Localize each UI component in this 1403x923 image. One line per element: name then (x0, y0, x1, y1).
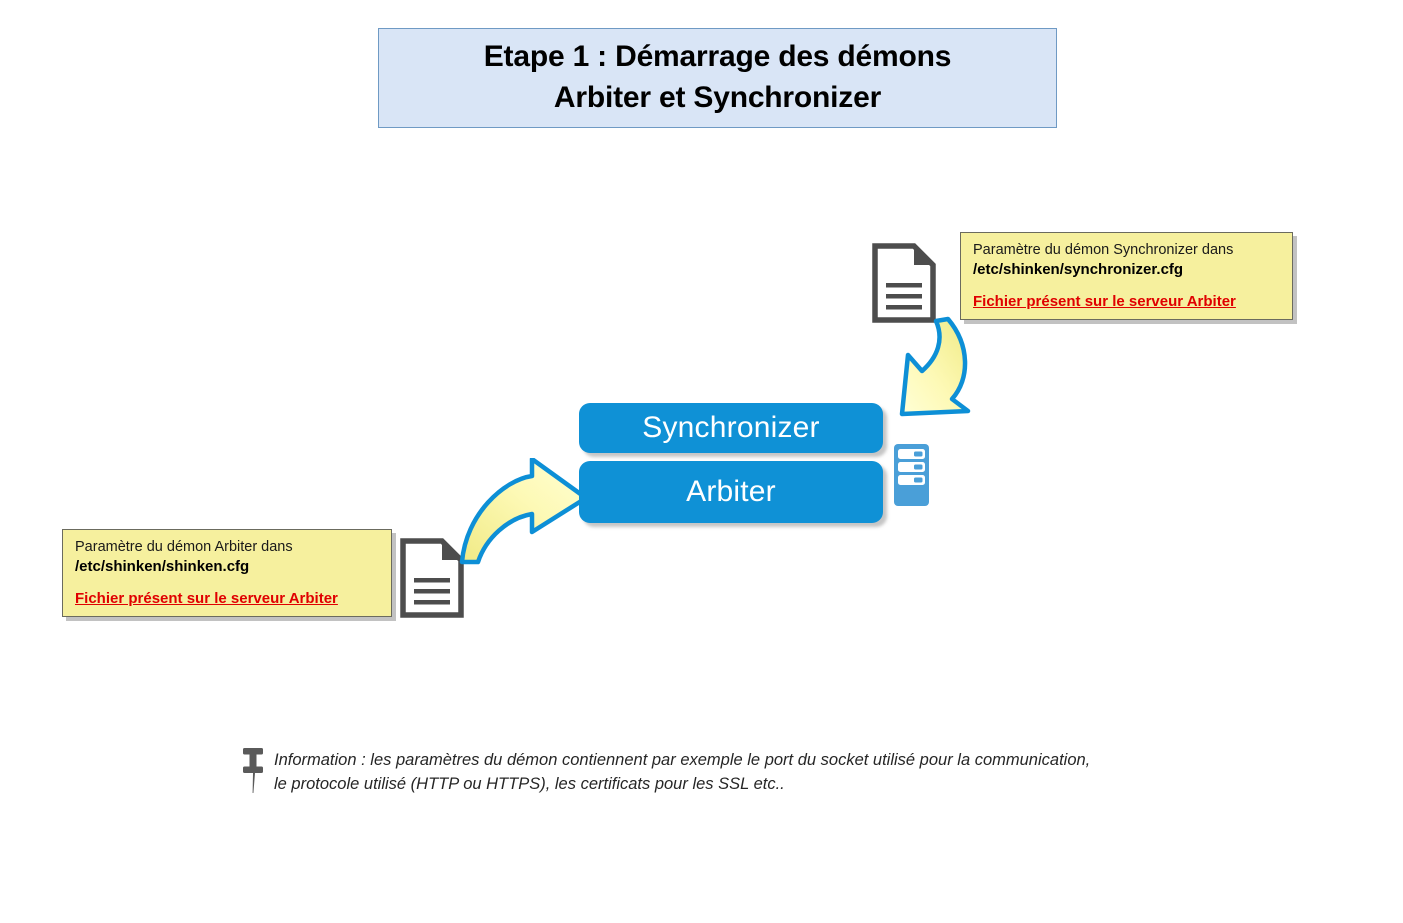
page-title: Etape 1 : Démarrage des démons Arbiter e… (483, 40, 952, 114)
document-icon (400, 538, 464, 618)
daemon-label-synchronizer: Synchronizer (642, 411, 820, 444)
note-synchronizer-line1: Paramètre du démon Synchronizer dans (973, 242, 1234, 258)
note-arbiter-line1: Paramètre du démon Arbiter dans (75, 539, 293, 555)
page-title-banner: Etape 1 : Démarrage des démons Arbiter e… (378, 28, 1057, 128)
note-synchronizer-config: Paramètre du démon Synchronizer dans /et… (960, 232, 1293, 320)
daemon-box-arbiter[interactable]: Arbiter (579, 461, 883, 523)
note-arbiter-config: Paramètre du démon Arbiter dans /etc/shi… (62, 529, 392, 617)
curved-arrow-down-left-icon (899, 316, 971, 417)
daemon-label-arbiter: Arbiter (686, 475, 776, 508)
note-arbiter-path: /etc/shinken/shinken.cfg (75, 557, 250, 575)
push-pin-icon (243, 748, 263, 793)
footer-information: Information : les paramètres du démon co… (240, 744, 1220, 797)
document-icon (872, 243, 936, 323)
server-rack-icon (894, 444, 929, 506)
curved-arrow-right-icon (459, 458, 589, 565)
note-synchronizer-warning: Fichier présent sur le serveur Arbiter (973, 292, 1236, 310)
note-arbiter-warning: Fichier présent sur le serveur Arbiter (75, 589, 338, 607)
daemon-box-synchronizer[interactable]: Synchronizer (579, 403, 883, 453)
note-synchronizer-path: /etc/shinken/synchronizer.cfg (973, 260, 1184, 278)
footer-information-text: Information : les paramètres du démon co… (274, 751, 1091, 793)
